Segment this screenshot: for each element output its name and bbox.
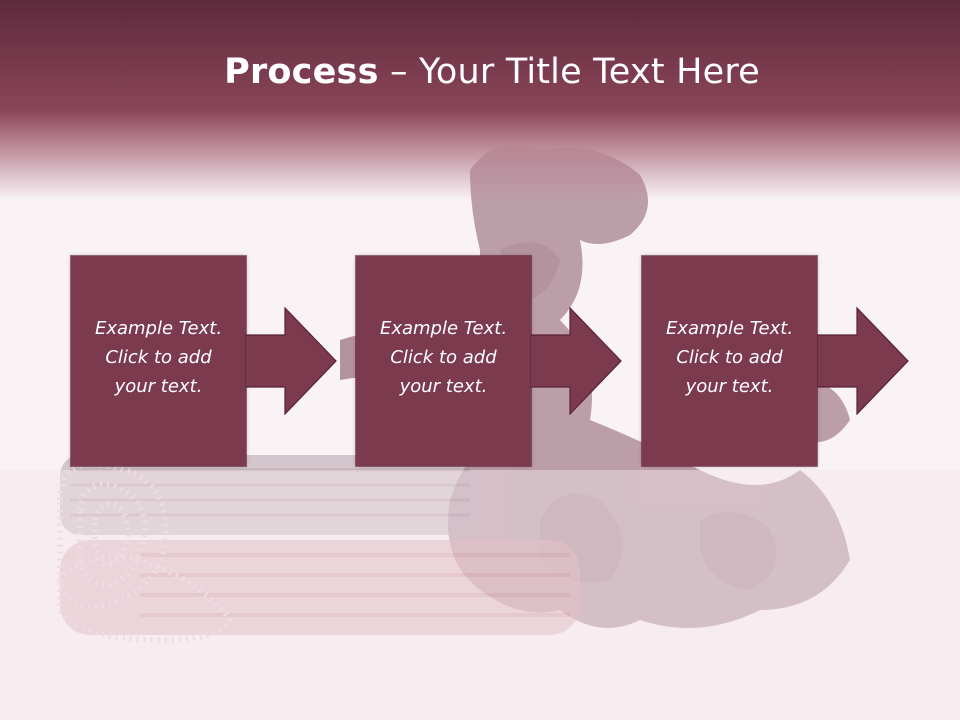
step-box-2[interactable]: Example Text. Click to add your text.: [356, 256, 531, 466]
title-band: [0, 0, 960, 200]
title-bold-text: Process: [224, 52, 379, 92]
right-arrow-icon: [817, 307, 909, 415]
bamboo-mat-image: [57, 455, 580, 644]
step-text-1: Example Text. Click to add your text.: [94, 318, 223, 397]
right-arrow-icon: [245, 307, 337, 415]
step-box-3[interactable]: Example Text. Click to add your text.: [642, 256, 817, 466]
step-text-2: Example Text. Click to add your text.: [379, 318, 508, 397]
step-text-3: Example Text. Click to add your text.: [665, 318, 794, 397]
step-box-1[interactable]: Example Text. Click to add your text.: [71, 256, 246, 466]
slide-title[interactable]: Process – Your Title Text Here: [0, 52, 960, 92]
right-arrow-icon: [530, 307, 622, 415]
title-rest-text: – Your Title Text Here: [378, 52, 760, 92]
